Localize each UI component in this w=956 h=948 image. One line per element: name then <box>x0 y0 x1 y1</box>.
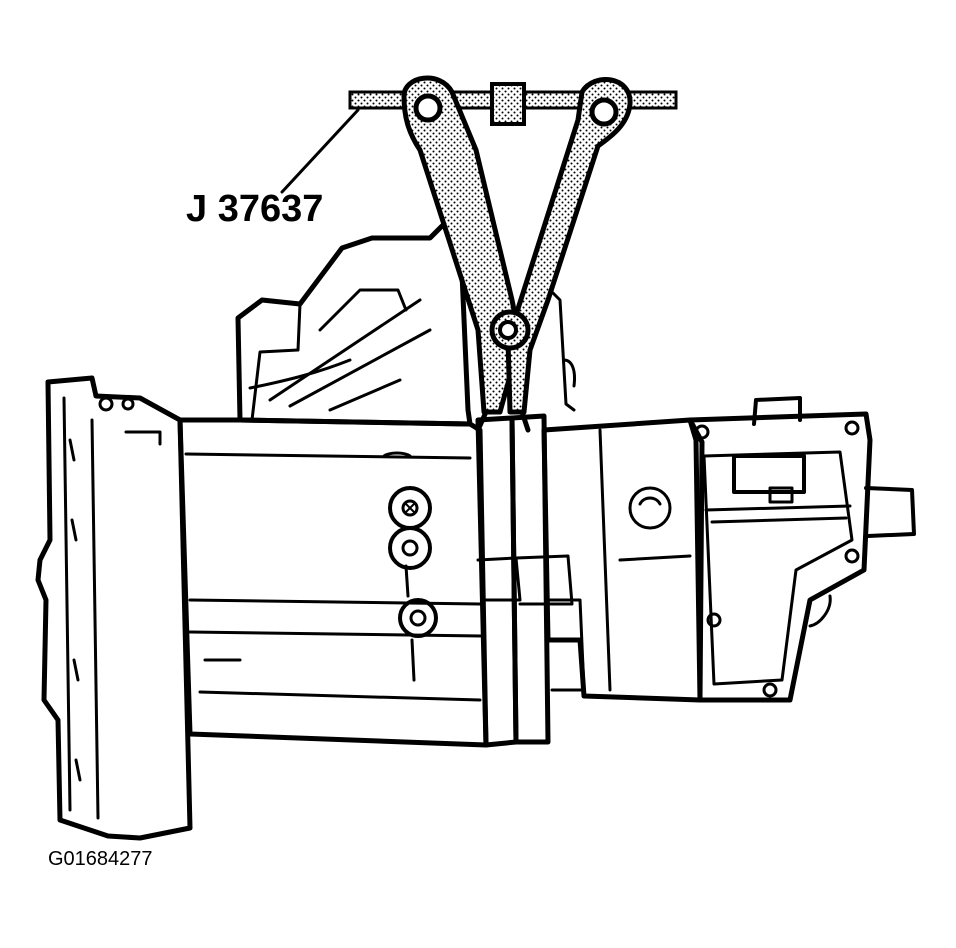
split-clamp <box>475 413 586 748</box>
cover-plate <box>687 396 916 703</box>
upper-housing <box>235 223 576 427</box>
figure-id-label: G01684277 <box>48 848 153 870</box>
tool-j37637 <box>348 75 678 433</box>
tool-callout-label: J 37637 <box>186 188 324 230</box>
bell-housing <box>35 375 193 841</box>
main-case <box>177 417 489 748</box>
callout-leader <box>280 108 360 194</box>
